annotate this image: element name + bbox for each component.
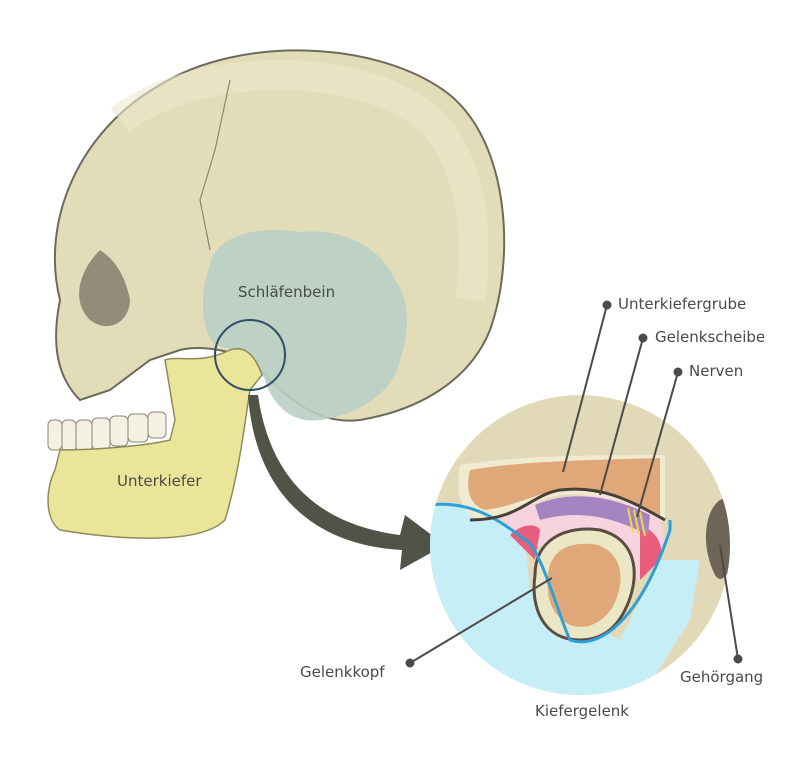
label-mandibular-fossa: Unterkiefergrube: [618, 295, 747, 313]
label-articular-disc: Gelenkscheibe: [655, 328, 766, 346]
label-jaw-joint: Kiefergelenk: [535, 702, 629, 720]
teeth: [47, 411, 167, 453]
label-ear-canal: Gehörgang: [680, 668, 764, 686]
temporal-bone: [203, 229, 407, 421]
joint-highlight-circle: [214, 319, 286, 391]
leader-lines: [405, 300, 743, 668]
joint-detail-inset: [430, 395, 730, 695]
mandible: [47, 348, 263, 539]
label-temporal-bone: Schläfenbein: [238, 283, 336, 301]
label-nerves: Nerven: [689, 362, 744, 380]
arrow: [248, 395, 445, 570]
eye-socket: [79, 250, 130, 327]
ear-canal: [705, 498, 730, 579]
label-condyle: Gelenkkopf: [300, 663, 385, 681]
label-mandible: Unterkiefer: [117, 472, 202, 490]
